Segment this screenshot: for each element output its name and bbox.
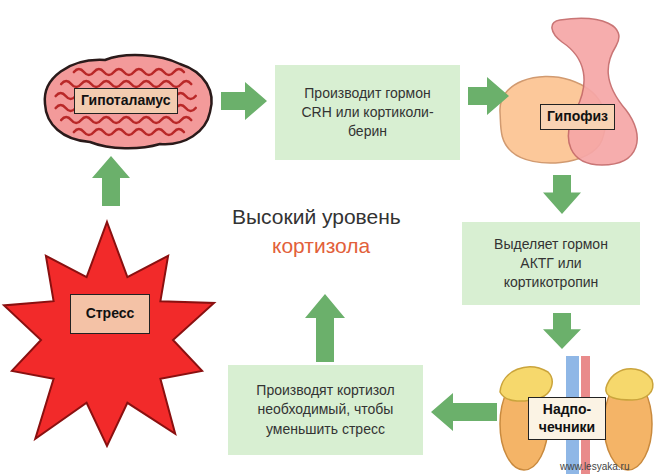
flow-arrow [431,393,497,431]
brain-illustration [45,55,212,148]
stress-burst [4,222,214,446]
brain-fold [74,69,184,75]
center-caption: Высокий уровень [232,205,401,229]
process-box: Выделяет гормон АКТГ или кортикотропин [462,222,640,305]
pituitary-illustration [500,18,637,165]
flow-arrow [92,156,130,206]
watermark: www.lesyaka.ru [560,461,629,472]
organ-node: Надпо- чечники [495,355,655,471]
organ-label: Надпо- чечники [528,397,606,440]
flow-arrow [221,82,267,120]
center-arrow [305,294,345,362]
flow-arrow [543,175,581,214]
process-box: Производит гормон CRH или кортиколи- бер… [275,65,460,160]
process-box: Выделяет гормон АКТГ или кортикотропин [478,235,624,293]
adrenal-illustration [500,356,653,474]
center-caption: кортизола [272,234,370,258]
flow-arrow [468,77,509,115]
brain-fold [61,81,191,87]
process-box: Производят кортизол необходимый, чтобы у… [244,381,407,439]
organ-node: Гипоталамус [40,55,215,150]
stress-label: Стресс [70,294,150,334]
process-box: Производит гормон CRH или кортиколи- бер… [291,84,444,142]
organ-node: Гипофиз [495,20,645,167]
process-box: Производят кортизол необходимый, чтобы у… [228,365,423,455]
brain-fold [74,129,184,135]
organ-label: Гипоталамус [74,88,178,114]
organ-node: Стресс [5,214,215,472]
flow-arrow [543,313,581,349]
brain-fold [61,117,191,123]
organ-label: Гипофиз [540,104,615,130]
